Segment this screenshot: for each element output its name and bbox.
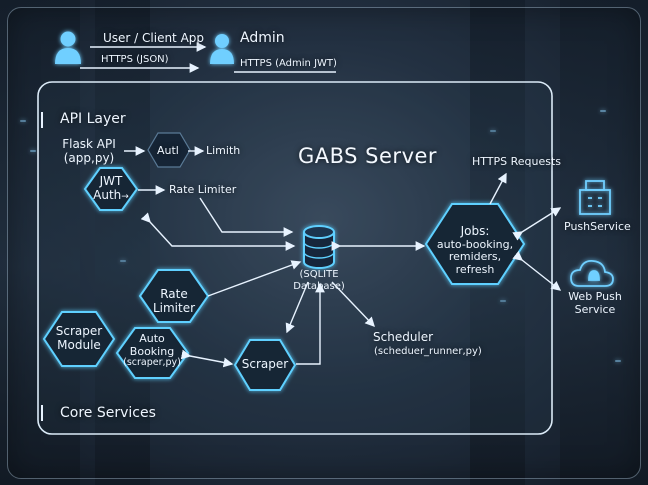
flask-api-name: Flask API (62, 137, 116, 151)
outer-frame (7, 7, 641, 479)
jwt-auth-word: Auth (93, 187, 122, 202)
https-json-label: HTTPS (JSON) (101, 54, 169, 65)
database-label: (SQLITE Database) (289, 269, 349, 292)
db-to-scheduler-arrow (331, 281, 375, 328)
flask-api-file: (app,py) (63, 150, 115, 165)
scraper-node (233, 339, 297, 391)
push-service-label: PushService (564, 220, 631, 233)
user-icon (55, 31, 81, 64)
auto-booking-label: Auto Booking (scraper,py) (118, 332, 186, 369)
auto-booking-node (115, 327, 190, 379)
scraper-label: Scraper (241, 357, 289, 371)
scraper-to-db-line (296, 282, 325, 365)
scraper-module-line1: Scraper (55, 324, 103, 338)
ratelimiter-node-to-db-arrow (207, 260, 302, 297)
scheduler-label: Scheduler (373, 330, 434, 344)
jwt-auth-label: JWT Auth→ (88, 174, 134, 203)
rate-limiter-line1: Rate (160, 287, 188, 301)
jwt-small-arrow: → (121, 191, 129, 202)
database-line2: Database) (293, 280, 345, 292)
client-app-label: User / Client App (103, 31, 205, 45)
database-icon (303, 225, 335, 269)
api-layer-label: API Layer (60, 111, 126, 127)
server-title: GABS Server (298, 144, 438, 168)
rate-limiter-node (138, 269, 210, 323)
limith-label: Limith (206, 144, 241, 157)
https-requests-label: HTTPS Requests (472, 155, 562, 168)
jobs-line1: Jobs: (460, 224, 490, 238)
db-to-scraper-arrow (285, 281, 309, 334)
auto-booking-line3: (scraper,py) (123, 357, 181, 369)
scraper-module-node (42, 311, 116, 367)
scheduler-file-label: (scheduer_runner,py) (374, 346, 482, 357)
flask-api-label: Flask API (app,py) (56, 137, 122, 166)
admin-label: Admin (240, 30, 285, 46)
jobs-to-https-arrow (489, 172, 507, 205)
web-push-line2: Service (574, 302, 616, 316)
jwt-auth-node (83, 167, 139, 211)
building-icon (579, 180, 611, 215)
core-services-label: Core Services (60, 405, 156, 421)
jobs-line3: remiders, refresh (448, 250, 502, 277)
scraper-module-line2: Module (57, 337, 101, 352)
database-line1: (SQLITE (299, 269, 339, 280)
jobs-line2: auto-booking, (436, 237, 514, 251)
jobs-webpush-link (512, 250, 562, 291)
jobs-node (424, 203, 526, 285)
rate-limiter-text: Rate Limiter (169, 183, 237, 196)
web-push-line1: Web Push (568, 290, 622, 303)
rate-limiter-line2: Limiter (152, 300, 196, 315)
https-admin-label: HTTPS (Admin JWT) (240, 58, 337, 69)
jwt-db-link (140, 212, 296, 251)
cloud-bell-icon (570, 260, 614, 287)
auth-label: Autl (157, 144, 179, 157)
jobs-push-link (512, 207, 562, 241)
web-push-label: Web Push Service (562, 290, 628, 316)
autobooking-scraper-link (180, 349, 234, 368)
auto-booking-line2: Booking (129, 344, 175, 358)
auto-booking-line1: Auto (139, 332, 165, 345)
jwt-name: JWT (99, 174, 123, 188)
scraper-module-label: Scraper Module (46, 324, 112, 353)
admin-icon (210, 34, 234, 64)
jobs-label: Jobs: auto-booking, remiders, refresh (428, 224, 522, 277)
auth-node (147, 132, 191, 168)
rate-limiter-label: Rate Limiter (144, 287, 204, 316)
